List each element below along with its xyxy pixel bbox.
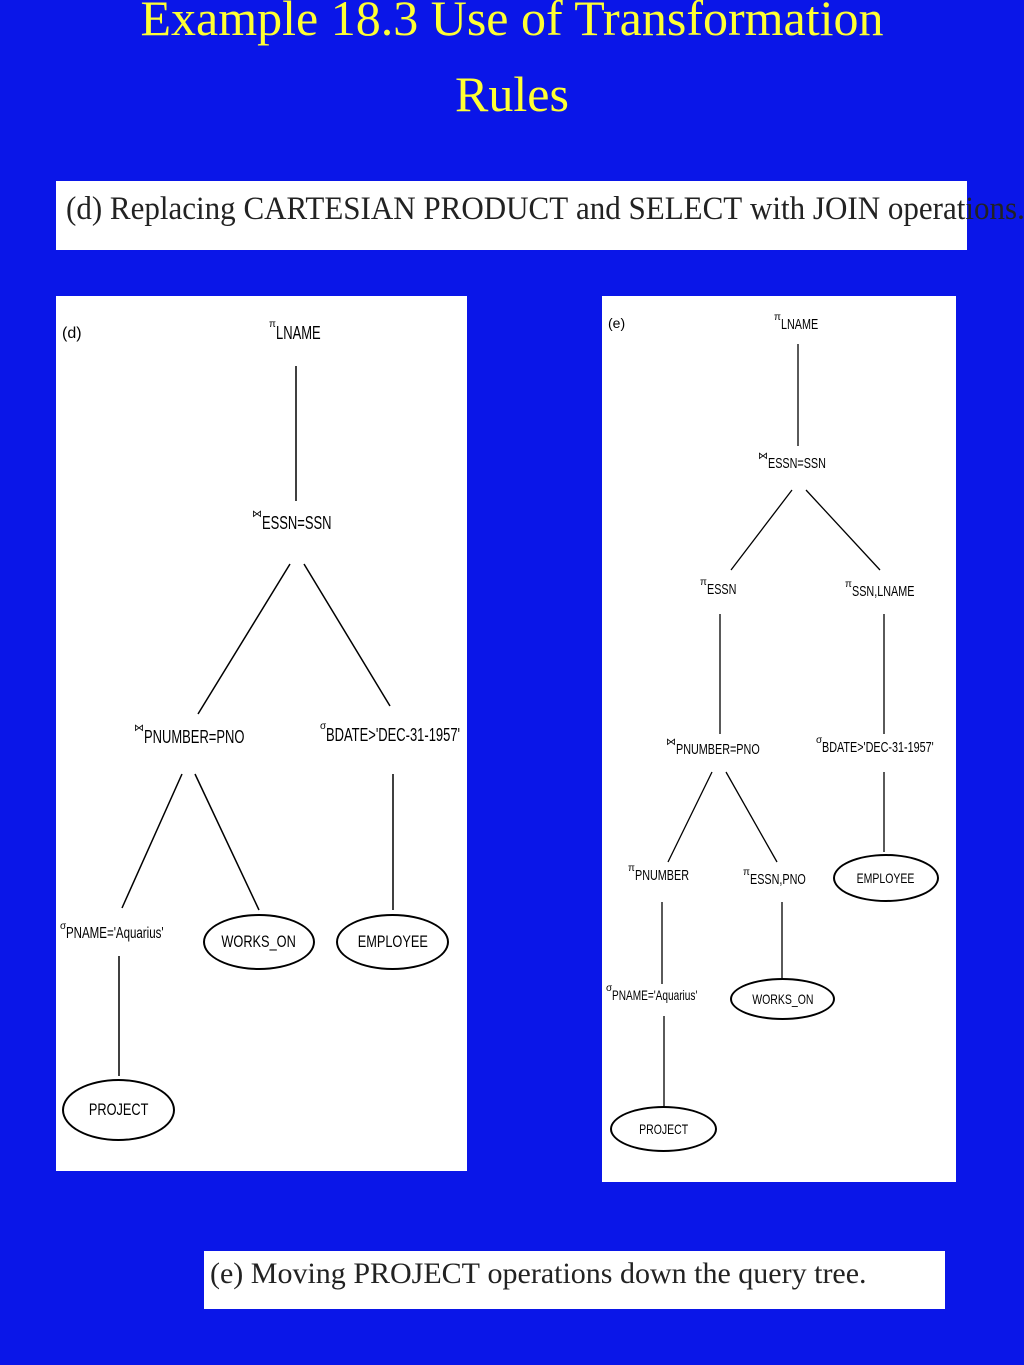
tree-e-select-bdate: σBDATE>'DEC-31-1957' — [816, 736, 977, 756]
tree-e-proj-pnumber: πPNUMBER — [628, 864, 710, 884]
caption-d: (d) Replacing CARTESIAN PRODUCT and SELE… — [56, 181, 1024, 250]
caption-d-prefix: (d) Replacing — [66, 191, 244, 227]
sigma-icon: σ — [320, 721, 327, 732]
tree-e-select-pname-cond: PNAME='Aquarius' — [612, 987, 698, 1003]
sigma-icon: σ — [606, 983, 613, 994]
query-tree-d-panel: (d) πLNAME ⋈ESSN=SSN ⋈PNUMBER=PNO σBDATE… — [56, 296, 467, 1171]
tree-d-join1-cond: ESSN=SSN — [262, 513, 332, 533]
tree-e-project-node: PROJECT — [610, 1106, 717, 1152]
tree-e-label: (e) — [608, 315, 626, 331]
caption-d-cartesian-product: CARTESIAN PRODUCT — [243, 191, 569, 227]
tree-d-project-node: PROJECT — [62, 1079, 175, 1141]
caption-e-prefix: (e) Moving — [210, 1257, 354, 1290]
tree-e-proj-ssn-lname-attr: SSN,LNAME — [851, 583, 915, 600]
tree-d-join2: ⋈PNUMBER=PNO — [134, 724, 284, 747]
pi-icon: π — [774, 312, 781, 323]
caption-d-text: (d) Replacing CARTESIAN PRODUCT and SELE… — [66, 191, 1024, 228]
tree-e-join2-cond: PNUMBER=PNO — [676, 741, 760, 758]
tree-d-select-bdate-cond: BDATE>'DEC-31-1957' — [326, 725, 461, 745]
tree-e-join1-cond: ESSN=SSN — [768, 455, 826, 472]
tree-e-root-projection: πLNAME — [774, 313, 833, 333]
edge-join1-proj-ssn-lname — [805, 489, 881, 571]
join-icon: ⋈ — [666, 737, 676, 748]
edge-join2-select-pname — [121, 773, 183, 909]
join-icon: ⋈ — [758, 451, 768, 462]
query-tree-e-edges — [661, 344, 885, 1106]
slide-title-line2: Rules — [455, 66, 569, 122]
caption-e: (e) Moving PROJECT operations down the q… — [204, 1251, 945, 1309]
edge-join2-proj-pnumber — [667, 771, 713, 863]
caption-d-and: and — [568, 191, 629, 227]
tree-e-select-pname: σPNAME='Aquarius' — [606, 984, 731, 1003]
tree-e-employee-label: EMPLOYEE — [857, 870, 915, 886]
join-icon: ⋈ — [134, 723, 144, 734]
edge-join1-proj-essn — [730, 489, 793, 571]
tree-e-proj-pnumber-attr: PNUMBER — [634, 867, 689, 884]
edge-join2-works-on — [194, 773, 260, 911]
tree-d-select-pname: σPNAME='Aquarius' — [60, 922, 202, 942]
tree-d-label: (d) — [62, 325, 82, 342]
tree-d-join2-cond: PNUMBER=PNO — [144, 727, 245, 747]
tree-d-works-on-node: WORKS_ON — [203, 914, 315, 970]
edge-join2-proj-essn-pno — [725, 771, 778, 863]
caption-e-suffix: operations down the query tree. — [480, 1257, 867, 1290]
query-tree-d-edges — [118, 366, 394, 1076]
tree-d-project-label: PROJECT — [88, 1100, 149, 1119]
tree-d-select-pname-cond: PNAME='Aquarius' — [66, 925, 164, 942]
edge-join1-join2 — [197, 563, 291, 715]
pi-icon: π — [269, 319, 276, 330]
tree-e-root-attr: LNAME — [780, 316, 819, 333]
caption-d-suffix: operations. — [880, 191, 1024, 227]
pi-icon: π — [845, 579, 852, 590]
tree-e-proj-essn-pno-attr: ESSN,PNO — [749, 871, 806, 888]
tree-e-join2: ⋈PNUMBER=PNO — [666, 738, 792, 758]
join-icon: ⋈ — [252, 509, 262, 520]
caption-d-select: SELECT — [628, 191, 743, 227]
tree-d-employee-node: EMPLOYEE — [336, 914, 449, 970]
tree-e-employee-node: EMPLOYEE — [833, 854, 939, 902]
sigma-icon: σ — [816, 735, 823, 746]
tree-d-join1: ⋈ESSN=SSN — [252, 510, 359, 533]
tree-e-proj-essn-pno: πESSN,PNO — [743, 868, 827, 888]
caption-e-text: (e) Moving PROJECT operations down the q… — [210, 1257, 867, 1291]
pi-icon: π — [700, 577, 707, 588]
tree-e-select-bdate-cond: BDATE>'DEC-31-1957' — [822, 739, 934, 756]
tree-e-works-on-node: WORKS_ON — [730, 978, 835, 1020]
pi-icon: π — [628, 863, 635, 874]
sigma-icon: σ — [60, 921, 67, 932]
tree-e-proj-essn: πESSN — [700, 578, 748, 598]
caption-e-project: PROJECT — [353, 1257, 481, 1290]
caption-d-with: with — [742, 191, 813, 227]
tree-e-project-label: PROJECT — [638, 1121, 689, 1137]
tree-d-employee-label: EMPLOYEE — [357, 932, 428, 951]
tree-d-select-bdate: σBDATE>'DEC-31-1957' — [320, 722, 512, 745]
tree-e-works-on-label: WORKS_ON — [751, 991, 814, 1007]
tree-e-join1: ⋈ESSN=SSN — [758, 452, 848, 472]
tree-d-root-attr: LNAME — [275, 323, 321, 343]
tree-e-proj-essn-attr: ESSN — [706, 581, 737, 598]
tree-d-works-on-label: WORKS_ON — [221, 932, 297, 951]
pi-icon: π — [743, 867, 750, 878]
edge-join1-select-bdate — [303, 563, 391, 707]
query-tree-e-panel: (e) πLNAME ⋈ESSN=SSN πESSN πSSN,LNAME ⋈P… — [602, 296, 956, 1182]
caption-d-join: JOIN — [812, 191, 881, 227]
tree-d-root-projection: πLNAME — [269, 320, 338, 343]
tree-e-proj-ssn-lname: πSSN,LNAME — [845, 580, 939, 600]
slide-title-line1: Example 18.3 Use of Transformation — [140, 0, 884, 46]
